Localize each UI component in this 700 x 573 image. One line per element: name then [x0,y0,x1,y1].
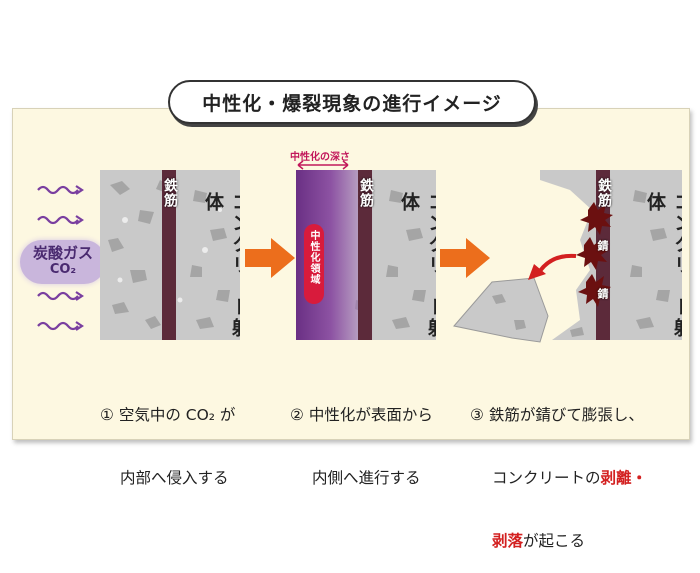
concrete-block-stage3: 鉄筋 錆 錆 コンクリート躯体 [540,170,682,340]
neutralized-zone-label-box [304,224,324,304]
rebar-label-stage2: 鉄筋 [358,178,374,208]
rust-burst-icon [576,202,613,307]
rebar-stage1 [162,170,176,340]
co2-formula: CO₂ [49,262,77,277]
concrete-block-stage2: 中性化領域 鉄筋 コンクリート躯体 [296,170,436,340]
rebar-label-stage3: 鉄筋 [596,178,612,208]
aggregate-texture [108,180,230,329]
caption-stage3: ③ 鉄筋が錆びて膨張し、 コンクリートの剥離・ 剥落が起こる [470,363,647,573]
caption-stage1-line1: ① 空気中の CO₂ が [100,406,236,424]
co2-gas-cloud: 炭酸ガス CO₂ [20,240,106,284]
caption-stage2-line1: ② 中性化が表面から [290,406,433,424]
depth-indicator-arrow [297,160,349,170]
caption-stage2-line2: 内側へ進行する [312,469,421,487]
rebar-label-stage1: 鉄筋 [162,178,178,208]
concrete-body-label-stage1: コンクリート躯体 [202,192,240,339]
co2-wave-arrow-icon [37,185,84,331]
progress-arrow-icon-2 [440,238,490,278]
progress-arrow-icon-1 [245,238,295,278]
fall-arrow-icon [528,253,577,280]
co2-wave-arrows [37,185,84,331]
neutralization-depth-label: 中性化の深さ [290,152,350,163]
caption-stage1: ① 空気中の CO₂ が 内部へ侵入する [100,363,235,510]
caption-stage3-peeling: 剥離・ [600,469,648,487]
caption-stage3-line1: ③ 鉄筋が錆びて膨張し、 [470,406,644,424]
rust-label-1: 錆 [596,240,609,252]
cracked-concrete [540,170,682,340]
caption-stage3-line2: コンクリートの剥離・ [470,468,647,489]
caption-stage1-line2: 内部へ侵入する [120,469,229,487]
caption-stage3-line3: 剥落が起こる [470,531,647,552]
diagram-title: 中性化・爆裂現象の進行イメージ [168,80,536,124]
caption-stage3-spalling: 剥落 [492,532,524,550]
co2-gas-label: 炭酸ガス [32,244,93,262]
concrete-body-label-stage2: コンクリート躯体 [398,192,436,339]
neutralized-zone-label: 中性化領域 [308,230,319,285]
concrete-block-stage1: 鉄筋 コンクリート躯体 [100,170,240,340]
rebar-stage2 [358,170,372,340]
caption-stage2: ② 中性化が表面から 内側へ進行する [290,363,433,510]
caption-stage3-line3-text: が起こる [523,532,586,550]
concrete-body-label-stage3: コンクリート躯体 [644,192,682,339]
spalled-fragment [453,277,549,343]
caption-stage3-line2-text: コンクリートの [492,469,601,487]
rust-label-2: 錆 [596,288,609,300]
